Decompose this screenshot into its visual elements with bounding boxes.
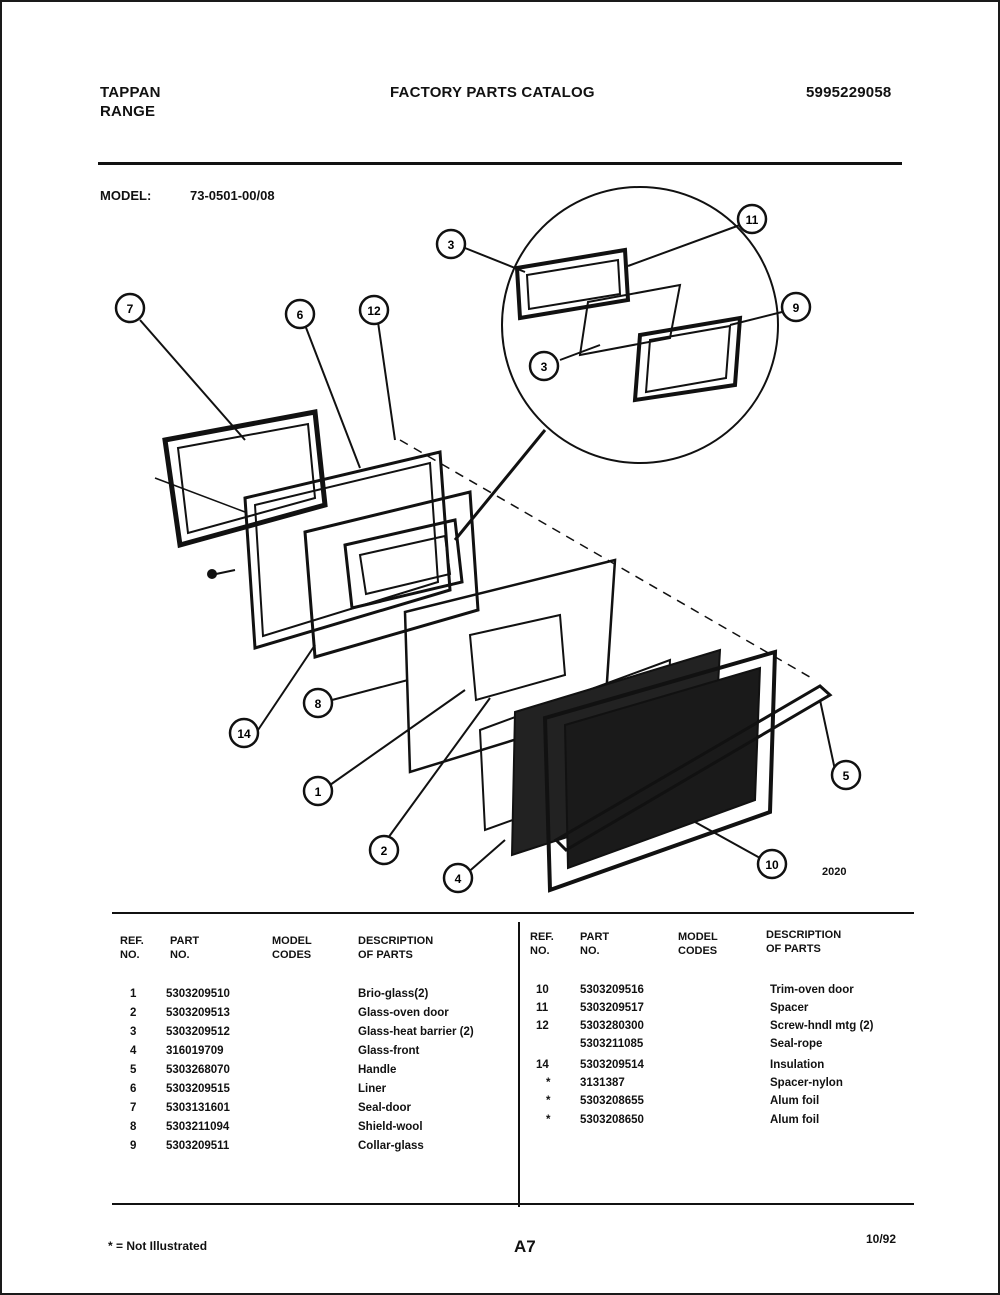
liner-part <box>243 450 452 650</box>
handle-part <box>553 684 833 852</box>
svg-text:5: 5 <box>843 769 850 783</box>
callout-bubbles: 7 6 12 3 11 9 3 8 14 1 2 4 10 5 <box>114 203 862 894</box>
svg-text:7: 7 <box>127 302 134 316</box>
figure-number: 2020 <box>822 866 847 878</box>
page-number: A7 <box>514 1237 536 1256</box>
svg-text:3: 3 <box>541 360 548 374</box>
header-rule <box>98 162 902 165</box>
svg-text:9: 9 <box>793 301 800 315</box>
inner-door-panel <box>303 490 480 659</box>
callout-12: 12 <box>358 294 390 326</box>
callout-7: 7 <box>114 292 146 324</box>
callout-14: 14 <box>228 717 260 749</box>
callout-8: 8 <box>302 687 334 719</box>
header-ref-right: REF.NO. <box>530 931 554 957</box>
callout-5: 5 <box>830 759 862 791</box>
callout-4: 4 <box>442 862 474 894</box>
svg-text:8: 8 <box>315 697 322 711</box>
detail-magnifier-circle <box>501 186 779 464</box>
callout-2: 2 <box>368 834 400 866</box>
svg-text:11: 11 <box>746 213 759 227</box>
revision-date: 10/92 <box>866 1232 897 1246</box>
svg-text:6: 6 <box>297 308 304 322</box>
svg-text:1: 1 <box>315 785 322 799</box>
not-illustrated-note: * = Not Illustrated <box>108 1239 208 1253</box>
model-value: 73-0501-00/08 <box>190 188 275 203</box>
svg-text:10: 10 <box>765 858 779 872</box>
brio-glass-part <box>578 283 682 357</box>
exploded-parts-diagram: 7 6 12 3 11 9 3 8 14 1 2 4 10 5 <box>114 186 862 894</box>
svg-text:2: 2 <box>381 844 388 858</box>
header-ref-left: REF.NO. <box>120 935 144 961</box>
svg-text:4: 4 <box>455 872 462 886</box>
brand-line-1: TAPPAN <box>100 84 161 101</box>
callout-3a: 3 <box>435 228 467 260</box>
brand-line-2: RANGE <box>100 103 156 120</box>
callout-1: 1 <box>302 775 334 807</box>
model-label: MODEL: <box>100 188 152 203</box>
svg-text:3: 3 <box>448 238 455 252</box>
svg-text:14: 14 <box>237 727 251 741</box>
callout-6: 6 <box>284 298 316 330</box>
callout-11: 11 <box>736 203 768 235</box>
catalog-number: 5995229058 <box>806 84 892 101</box>
page-title: FACTORY PARTS CATALOG <box>390 84 595 101</box>
trim-oven-door-part <box>542 649 778 893</box>
callout-9: 9 <box>780 291 812 323</box>
spacer-part <box>632 315 743 403</box>
collar-glass-part <box>514 247 631 321</box>
callout-3b: 3 <box>528 350 560 382</box>
table-bottom-rule <box>112 1203 914 1205</box>
svg-text:12: 12 <box>367 304 381 318</box>
table-column-divider <box>518 922 520 1207</box>
table-top-rule <box>112 912 914 914</box>
callout-10: 10 <box>756 848 788 880</box>
door-seal-part <box>162 409 328 549</box>
